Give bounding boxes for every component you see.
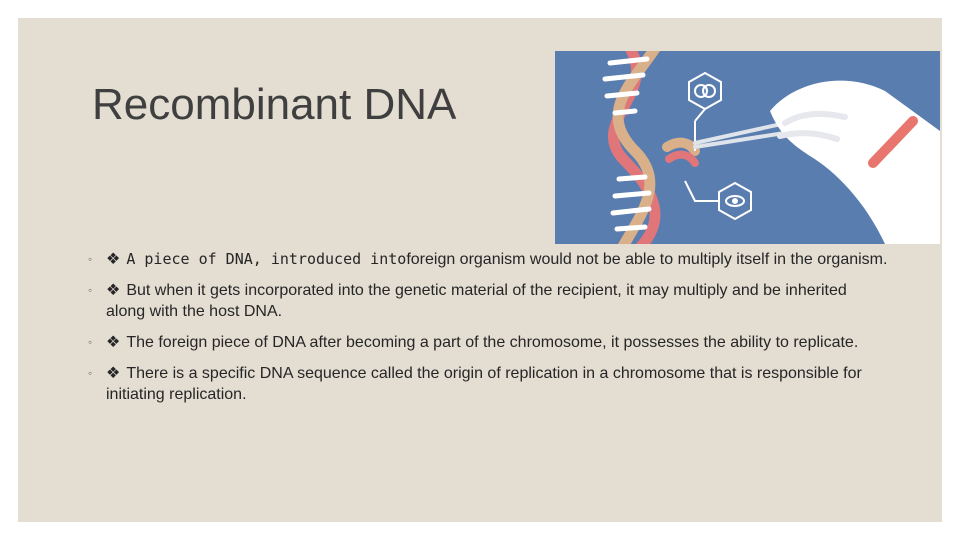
slide-title: Recombinant DNA (92, 80, 457, 129)
bullet-marker: ◦ (88, 366, 93, 380)
dna-fragment (662, 137, 700, 167)
eye-icon (684, 180, 752, 221)
bullet-text-mono: A piece of DNA, introduced into (126, 250, 407, 268)
bullet-text: There is a specific DNA sequence called … (106, 365, 862, 403)
diamond-bullet-icon: ❖ (106, 251, 121, 268)
bullet-list: ◦ ❖ A piece of DNA, introduced intoforeig… (88, 249, 888, 415)
diamond-bullet-icon: ❖ (106, 365, 121, 382)
dna-helix-icon (602, 51, 661, 244)
diamond-bullet-icon: ❖ (106, 282, 121, 299)
bullet-marker: ◦ (88, 335, 93, 349)
list-item: ◦ ❖ The foreign piece of DNA after becomi… (88, 332, 888, 353)
diamond-bullet-icon: ❖ (106, 334, 121, 351)
list-item: ◦ ❖ A piece of DNA, introduced intoforeig… (88, 249, 888, 270)
slide: Recombinant DNA (18, 18, 942, 522)
bullet-text: foreign organism would not be able to mu… (406, 251, 888, 268)
dna-illustration (555, 51, 940, 244)
list-item: ◦ ❖There is a specific DNA sequence call… (88, 363, 888, 405)
bullet-marker: ◦ (88, 283, 93, 297)
bullet-text: But when it gets incorporated into the g… (106, 282, 847, 320)
bullet-marker: ◦ (88, 252, 93, 266)
bullet-text: The foreign piece of DNA after becoming … (126, 334, 859, 351)
list-item: ◦ ❖But when it gets incorporated into th… (88, 280, 888, 322)
gloved-hand-icon (770, 80, 940, 244)
